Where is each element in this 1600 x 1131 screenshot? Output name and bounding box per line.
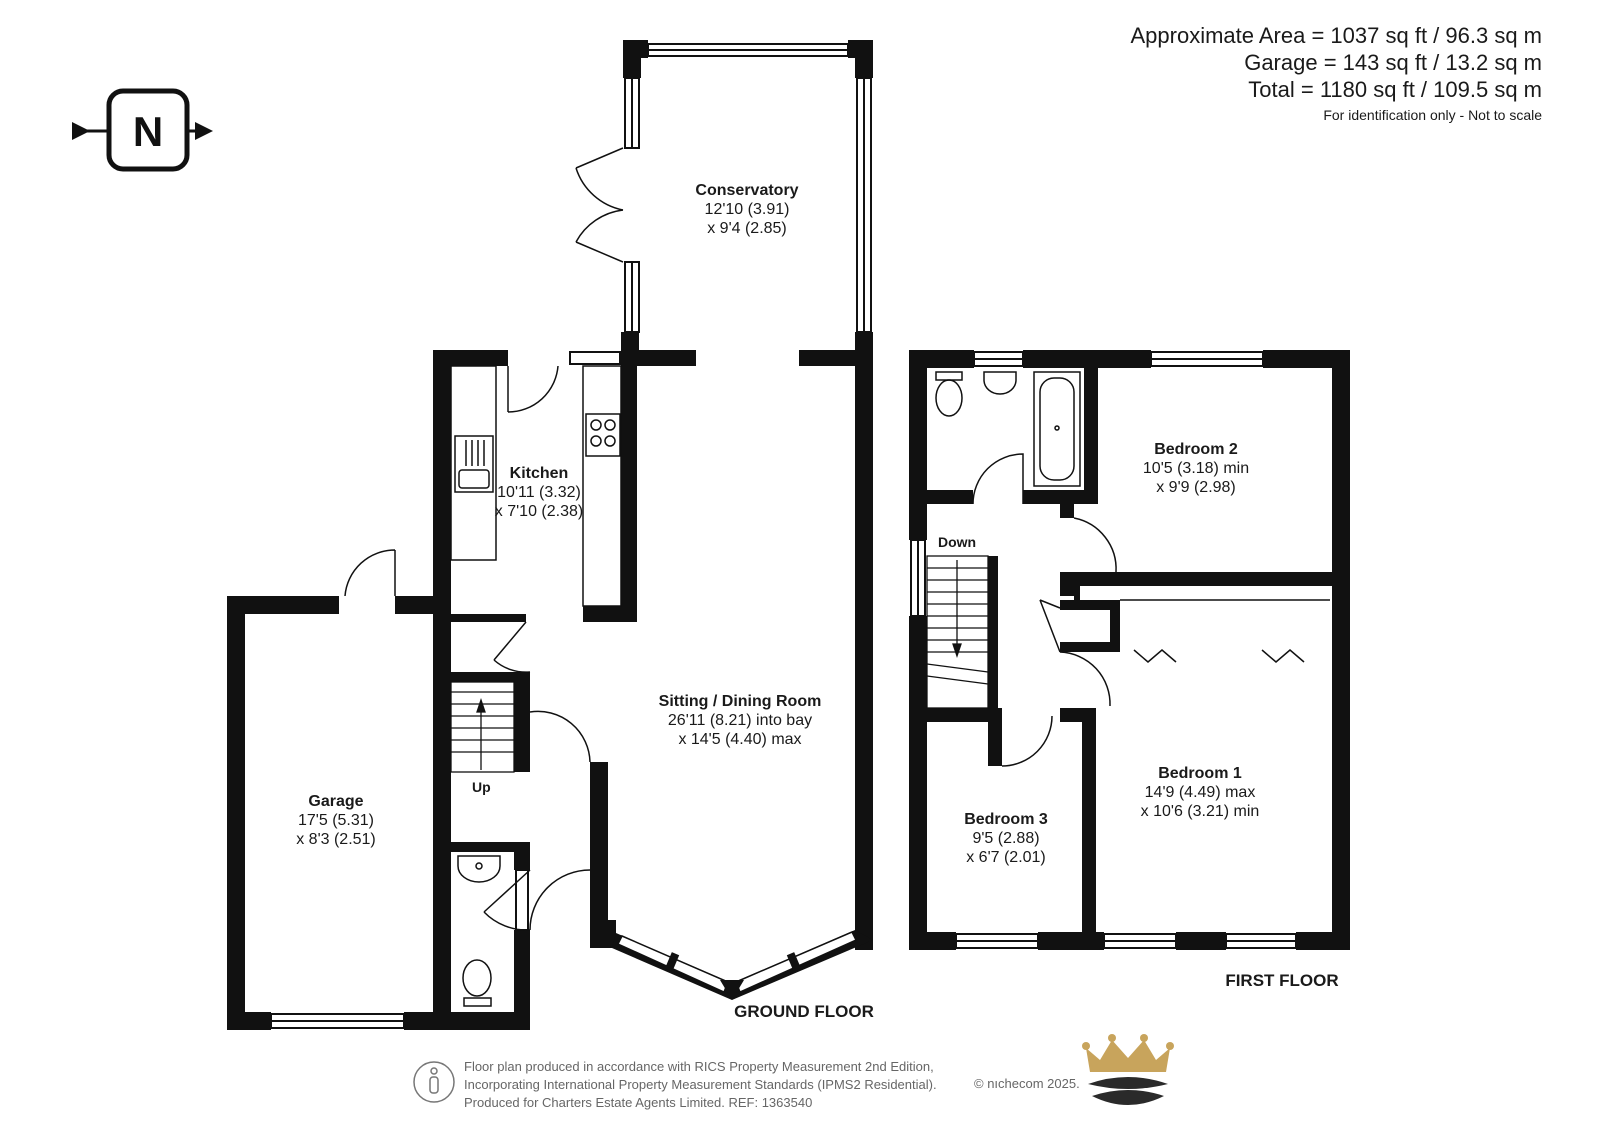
svg-text:Sitting / Dining Room: Sitting / Dining Room [659, 693, 822, 710]
first-floor-title: FIRST FLOOR [1225, 971, 1338, 990]
bath-icon [1033, 371, 1081, 487]
crown-logo-icon [1082, 1034, 1174, 1105]
conservatory-label: Conservatory 12'10 (3.91) x 9'4 (2.85) [695, 182, 798, 237]
garage-label: Garage 17'5 (5.31) x 8'3 (2.51) [296, 793, 376, 848]
bedroom3-label: Bedroom 3 9'5 (2.88) x 6'7 (2.01) [964, 811, 1048, 866]
ground-floor-doors [344, 147, 624, 931]
svg-text:Bedroom 1: Bedroom 1 [1158, 765, 1242, 782]
svg-text:x 9'4 (2.85): x 9'4 (2.85) [707, 220, 787, 237]
svg-text:x 7'10 (2.38): x 7'10 (2.38) [495, 503, 583, 520]
svg-text:10'11 (3.32): 10'11 (3.32) [497, 484, 581, 501]
svg-text:14'9 (4.49) max: 14'9 (4.49) max [1145, 784, 1256, 801]
footer-line-3: Produced for Charters Estate Agents Limi… [464, 1095, 813, 1110]
svg-text:17'5 (5.31): 17'5 (5.31) [298, 812, 374, 829]
first-stairs-icon [926, 555, 989, 709]
svg-text:9'5 (2.88): 9'5 (2.88) [972, 830, 1039, 847]
svg-text:x 6'7 (2.01): x 6'7 (2.01) [966, 849, 1046, 866]
first-floor-windows [910, 351, 1297, 949]
toilet-icon [462, 959, 492, 1007]
approximate-area: Approximate Area = 1037 sq ft / 96.3 sq … [1130, 23, 1542, 48]
ground-stairs-icon [450, 681, 515, 773]
sitting-dining-room-label: Sitting / Dining Room 26'11 (8.21) into … [659, 693, 822, 748]
svg-text:x 8'3 (2.51): x 8'3 (2.51) [296, 831, 376, 848]
svg-text:x 14'5 (4.40) max: x 14'5 (4.40) max [678, 731, 801, 748]
svg-text:x 10'6 (3.21) min: x 10'6 (3.21) min [1141, 803, 1260, 820]
kitchen-fittings [450, 365, 622, 607]
compass-letter: N [133, 108, 163, 155]
toilet-icon-first [935, 371, 963, 417]
svg-text:x 9'9 (2.98): x 9'9 (2.98) [1156, 479, 1236, 496]
bedroom1-label: Bedroom 1 14'9 (4.49) max x 10'6 (3.21) … [1141, 765, 1260, 820]
footer-text: Floor plan produced in accordance with R… [464, 1058, 937, 1112]
svg-text:Garage: Garage [308, 793, 363, 810]
svg-text:Conservatory: Conservatory [695, 182, 798, 199]
svg-text:Kitchen: Kitchen [510, 465, 569, 482]
area-summary: Approximate Area = 1037 sq ft / 96.3 sq … [1130, 22, 1542, 127]
person-in-circle-icon [413, 1061, 455, 1103]
basin-icon [457, 855, 501, 883]
stairs-up-label: Up [472, 779, 491, 795]
north-arrow-icon: N [72, 88, 213, 172]
ground-floor-title: GROUND FLOOR [734, 1002, 874, 1021]
total-area: Total = 1180 sq ft / 109.5 sq m [1248, 77, 1542, 102]
kitchen-label: Kitchen 10'11 (3.32) x 7'10 (2.38) [495, 465, 583, 520]
scale-note: For identification only - Not to scale [1323, 107, 1542, 123]
svg-text:26'11 (8.21) into bay: 26'11 (8.21) into bay [668, 712, 812, 729]
svg-text:Bedroom 2: Bedroom 2 [1154, 441, 1238, 458]
stairs-down-label: Down [938, 534, 976, 550]
footer-line-1: Floor plan produced in accordance with R… [464, 1059, 934, 1074]
wc-fittings [457, 855, 501, 1007]
svg-text:10'5 (3.18) min: 10'5 (3.18) min [1143, 460, 1249, 477]
sink-icon [454, 435, 494, 493]
copyright: © nıchecom 2025. [974, 1076, 1080, 1091]
ground-floor-windows [270, 43, 872, 1029]
bedroom2-label: Bedroom 2 10'5 (3.18) min x 9'9 (2.98) [1143, 441, 1249, 496]
first-floor-walls [909, 350, 1350, 950]
ground-floor-walls [227, 40, 873, 1030]
hob-icon [585, 413, 621, 457]
bathroom-fittings [935, 371, 1081, 487]
bay-window [612, 930, 873, 1000]
garage-area: Garage = 143 sq ft / 13.2 sq m [1244, 50, 1542, 75]
first-floor-doors [972, 453, 1330, 767]
svg-text:Bedroom 3: Bedroom 3 [964, 811, 1048, 828]
footer-line-2: Incorporating International Property Mea… [464, 1077, 937, 1092]
basin-icon-first [983, 371, 1017, 395]
svg-text:12'10 (3.91): 12'10 (3.91) [705, 201, 790, 218]
